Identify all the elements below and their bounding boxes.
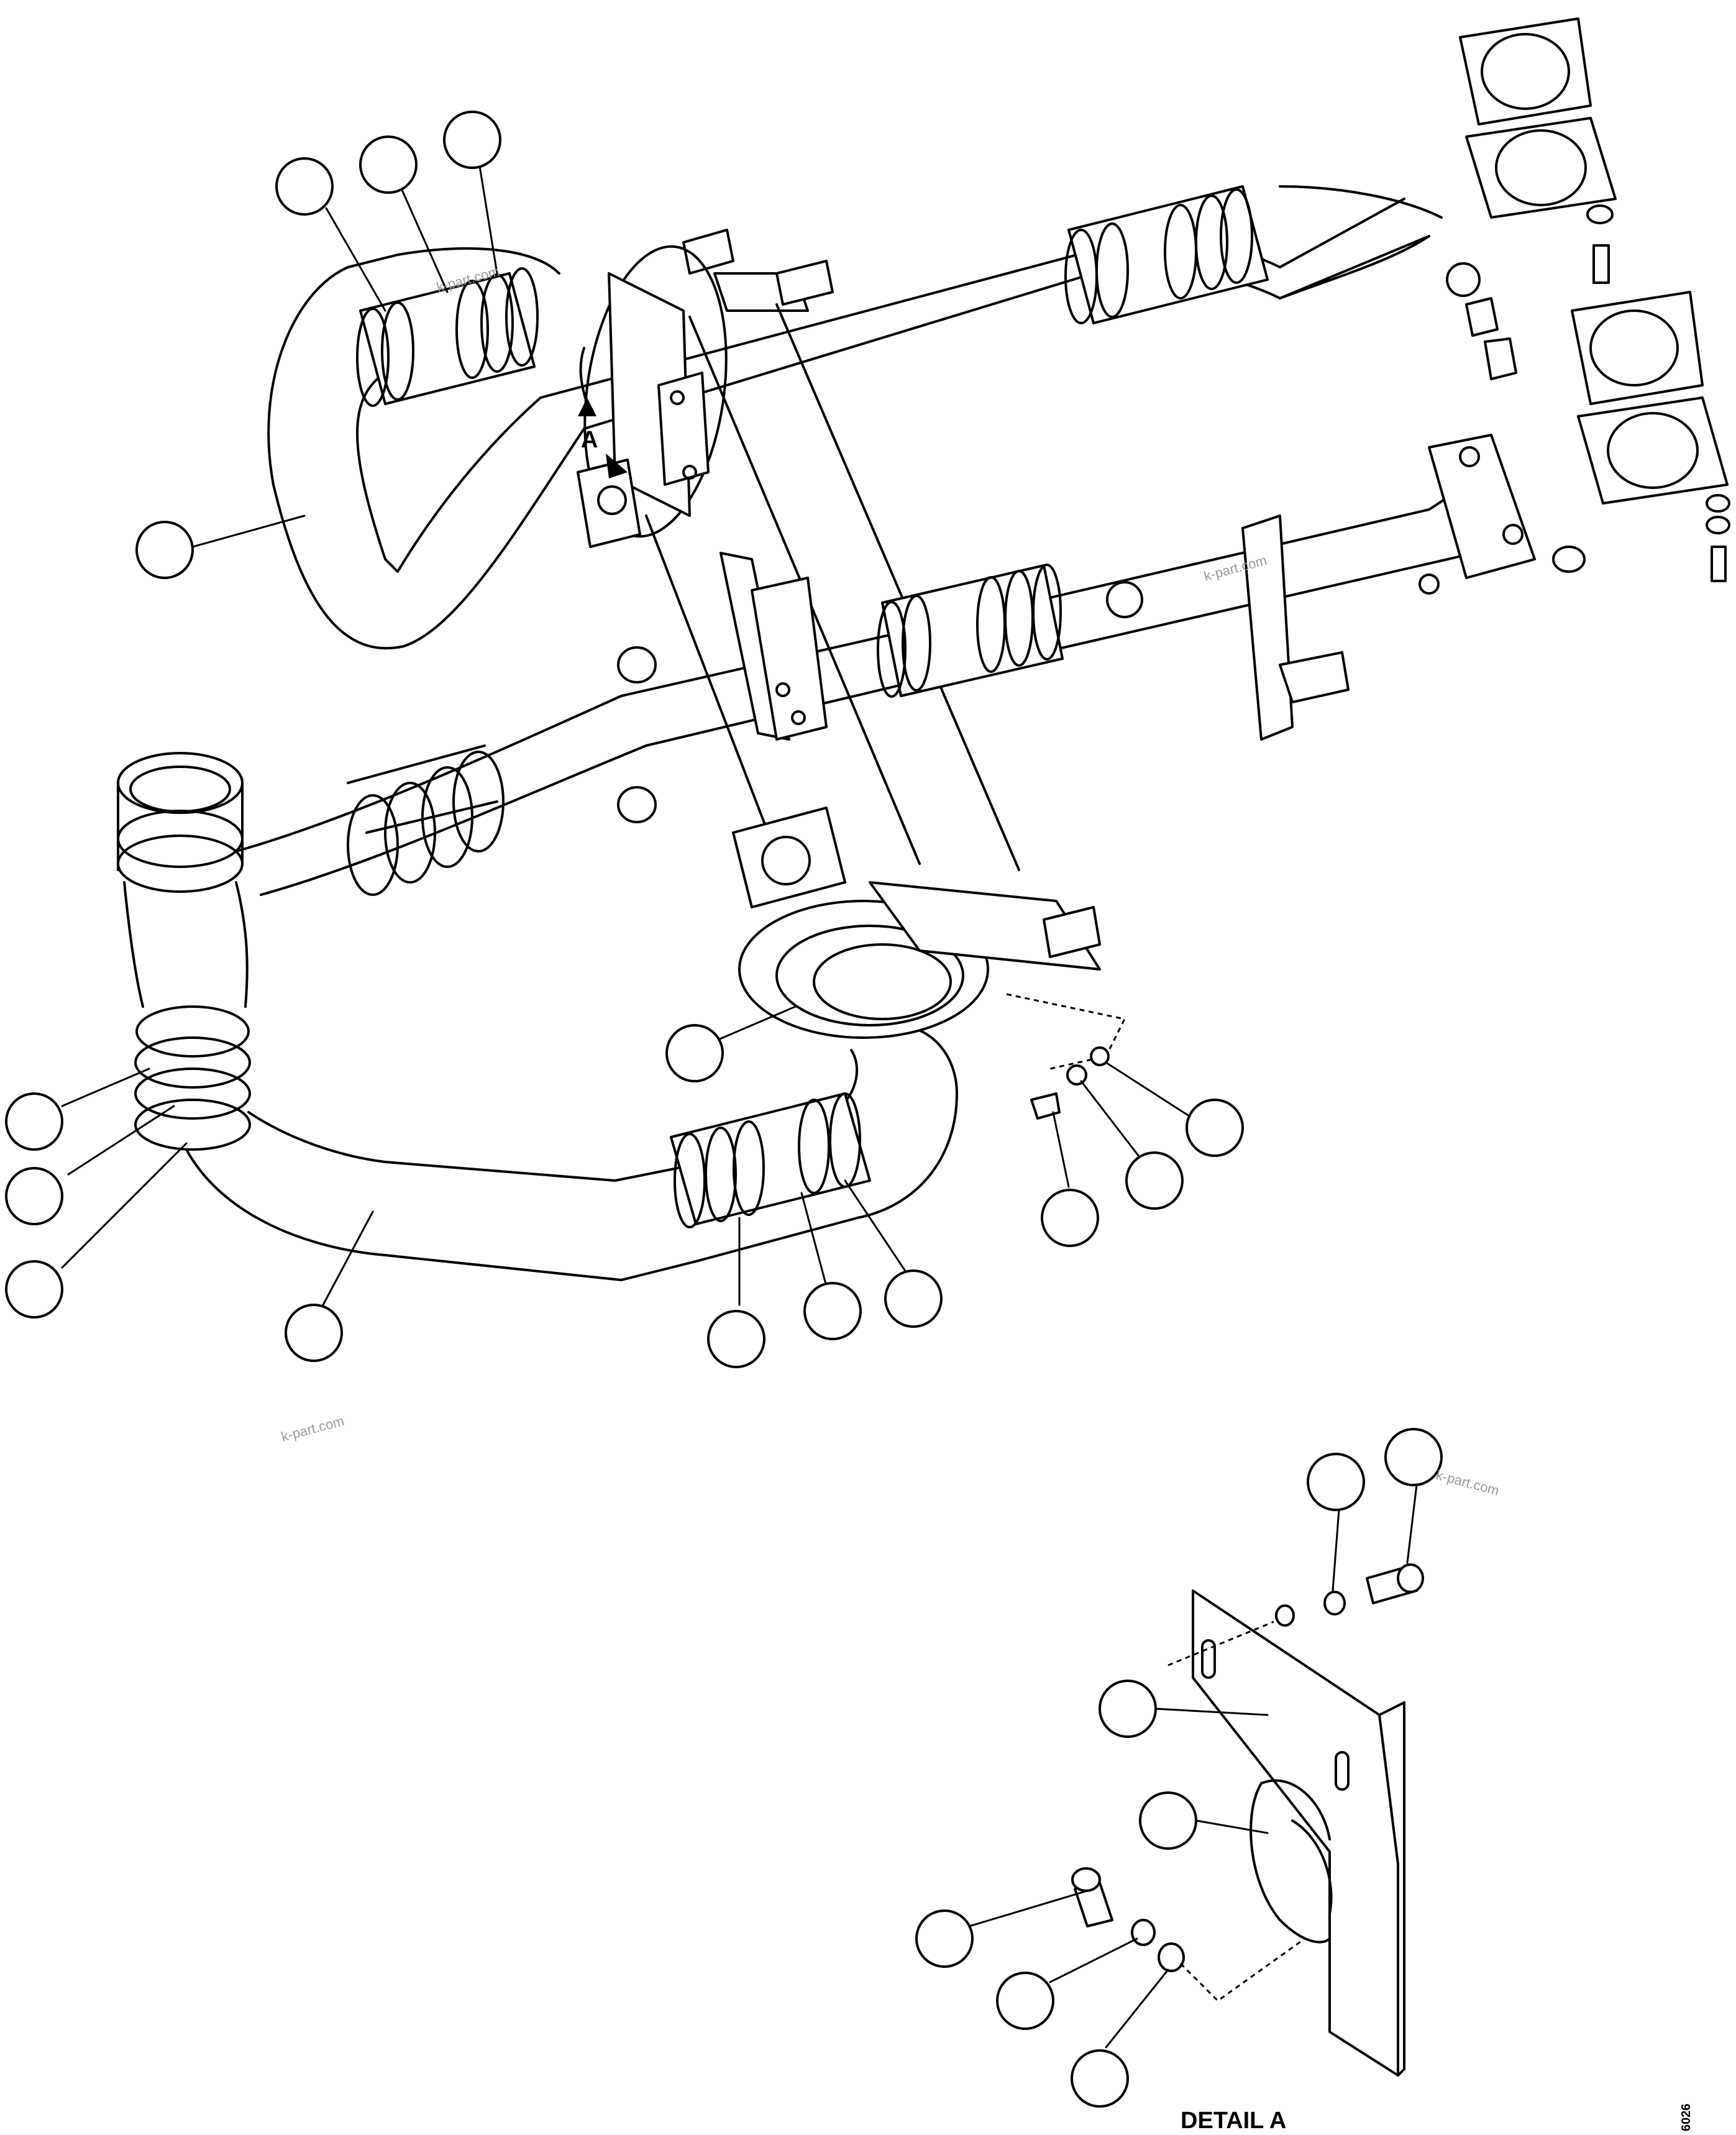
outlet-elbow bbox=[732, 807, 1126, 1070]
callout-balloon bbox=[1071, 2049, 1129, 2108]
callout-balloon bbox=[665, 1024, 724, 1082]
callout-balloon bbox=[5, 1167, 63, 1225]
lower-pipe bbox=[185, 1024, 958, 1281]
callout-balloon bbox=[915, 1909, 974, 1968]
callout-balloon bbox=[275, 157, 334, 216]
callout-balloon bbox=[1186, 1099, 1244, 1157]
callout-balloon bbox=[707, 1310, 765, 1368]
upper-left-hose bbox=[356, 267, 539, 407]
lower-hose bbox=[670, 1092, 871, 1228]
callout-balloon bbox=[803, 1282, 862, 1340]
detail-a-view: k-part.com DETAIL A 6026 bbox=[915, 1428, 1693, 2134]
callout-balloon bbox=[1139, 1791, 1197, 1850]
upper-right-flanges bbox=[1446, 17, 1730, 582]
callout-balloon bbox=[1384, 1428, 1443, 1486]
callout-balloon bbox=[1125, 1151, 1184, 1210]
callout-balloon bbox=[5, 1092, 63, 1151]
outlet-hardware bbox=[1030, 1046, 1110, 1120]
callout-balloon bbox=[135, 521, 194, 579]
callout-balloon bbox=[443, 111, 501, 169]
upper-right-hose bbox=[1064, 185, 1269, 324]
detail-caption: DETAIL A bbox=[1181, 2108, 1286, 2134]
callout-balloon bbox=[1307, 1453, 1365, 1511]
watermark: k-part.com bbox=[1435, 1467, 1501, 1499]
detail-a-indicator: A bbox=[577, 245, 728, 548]
callout-balloon bbox=[285, 1304, 343, 1362]
frame-members bbox=[645, 229, 1020, 871]
callout-balloon bbox=[884, 1269, 943, 1328]
drawing-number: 6026 bbox=[1679, 2104, 1693, 2132]
callout-balloon bbox=[996, 1972, 1054, 2030]
callout-balloon bbox=[359, 135, 418, 194]
main-exploded-view: A bbox=[5, 17, 1730, 1445]
left-y-pipe bbox=[117, 744, 505, 1151]
section-marker-label: A bbox=[581, 427, 598, 453]
main-callout-balloons bbox=[5, 111, 1244, 1368]
main-leader-lines bbox=[61, 157, 1194, 1306]
middle-hose bbox=[877, 564, 1143, 698]
central-bracket bbox=[617, 552, 828, 823]
callout-balloon bbox=[1099, 1680, 1157, 1738]
callout-balloon bbox=[5, 1260, 63, 1319]
middle-right-bracket bbox=[1241, 434, 1586, 741]
callout-balloon bbox=[1041, 1189, 1099, 1247]
watermark: k-part.com bbox=[280, 1413, 346, 1445]
